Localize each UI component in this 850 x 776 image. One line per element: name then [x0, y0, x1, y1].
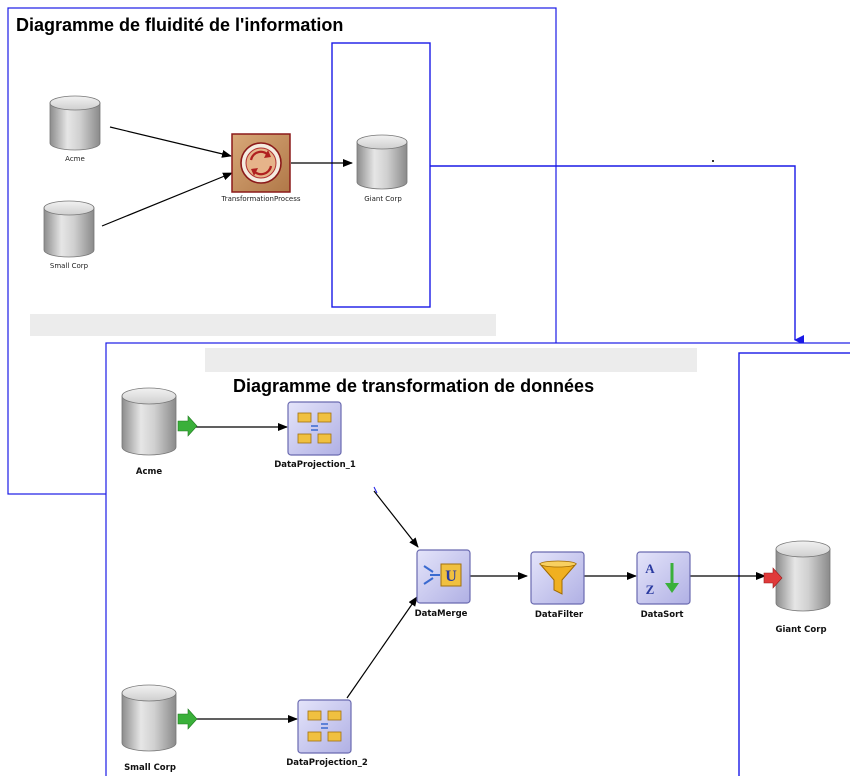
data-merge-icon[interactable]: U	[416, 549, 471, 604]
data-projection-1-icon[interactable]	[287, 401, 342, 456]
stray-dot	[712, 160, 714, 162]
data-projection-2-icon[interactable]	[297, 699, 352, 754]
small-corp-datastore-icon[interactable]	[43, 200, 95, 258]
diagram1-grey-bar	[30, 314, 496, 336]
giant-corp-package-frame-2[interactable]	[738, 352, 850, 776]
svg-text:Z: Z	[646, 582, 655, 597]
flow-acme-to-process[interactable]	[109, 126, 232, 158]
giant-corp-label: Giant Corp	[364, 195, 402, 203]
diagram1-title: Diagramme de fluidité de l'information	[16, 15, 343, 35]
flow-projection1-to-merge[interactable]	[373, 490, 419, 548]
data-merge-label: DataMerge	[415, 609, 468, 619]
acme-source-label: Acme	[136, 467, 162, 477]
data-sort-label: DataSort	[641, 610, 684, 620]
flow-projection2-to-merge[interactable]	[346, 596, 418, 699]
small-corp-label: Small Corp	[50, 262, 89, 270]
data-filter-icon[interactable]	[530, 551, 585, 605]
transformation-process-icon[interactable]	[231, 133, 291, 193]
small-corp-source-icon[interactable]	[121, 684, 198, 752]
input-arrow-icon	[177, 415, 198, 437]
transformation-process-label: TransformationProcess	[220, 195, 300, 203]
diagram2-title: Diagramme de transformation de données	[233, 376, 594, 396]
diagram2-grey-bar	[205, 348, 697, 372]
small-corp-source-label: Small Corp	[124, 763, 176, 773]
acme-source-icon[interactable]	[121, 387, 198, 456]
package-link-connector[interactable]	[430, 165, 804, 345]
svg-text:A: A	[645, 561, 655, 576]
data-projection-2-label: DataProjection_2	[286, 758, 368, 768]
giant-corp-target-icon[interactable]	[763, 540, 831, 612]
data-sort-icon[interactable]: A Z	[636, 551, 691, 605]
giant-corp-package-frame[interactable]	[331, 42, 431, 308]
giant-corp-target-label: Giant Corp	[775, 625, 826, 635]
output-arrow-icon	[763, 567, 783, 589]
input-arrow-icon	[177, 708, 198, 730]
flow-smallcorp-to-process[interactable]	[101, 172, 233, 227]
data-projection-1-label: DataProjection_1	[274, 460, 356, 470]
acme-label: Acme	[65, 155, 85, 163]
data-filter-label: DataFilter	[535, 610, 584, 620]
acme-datastore-icon[interactable]	[49, 95, 101, 151]
diagram2-frame	[105, 342, 850, 776]
svg-text:U: U	[445, 568, 457, 585]
giant-corp-datastore-icon[interactable]	[356, 134, 408, 190]
selection-tick	[373, 486, 378, 494]
